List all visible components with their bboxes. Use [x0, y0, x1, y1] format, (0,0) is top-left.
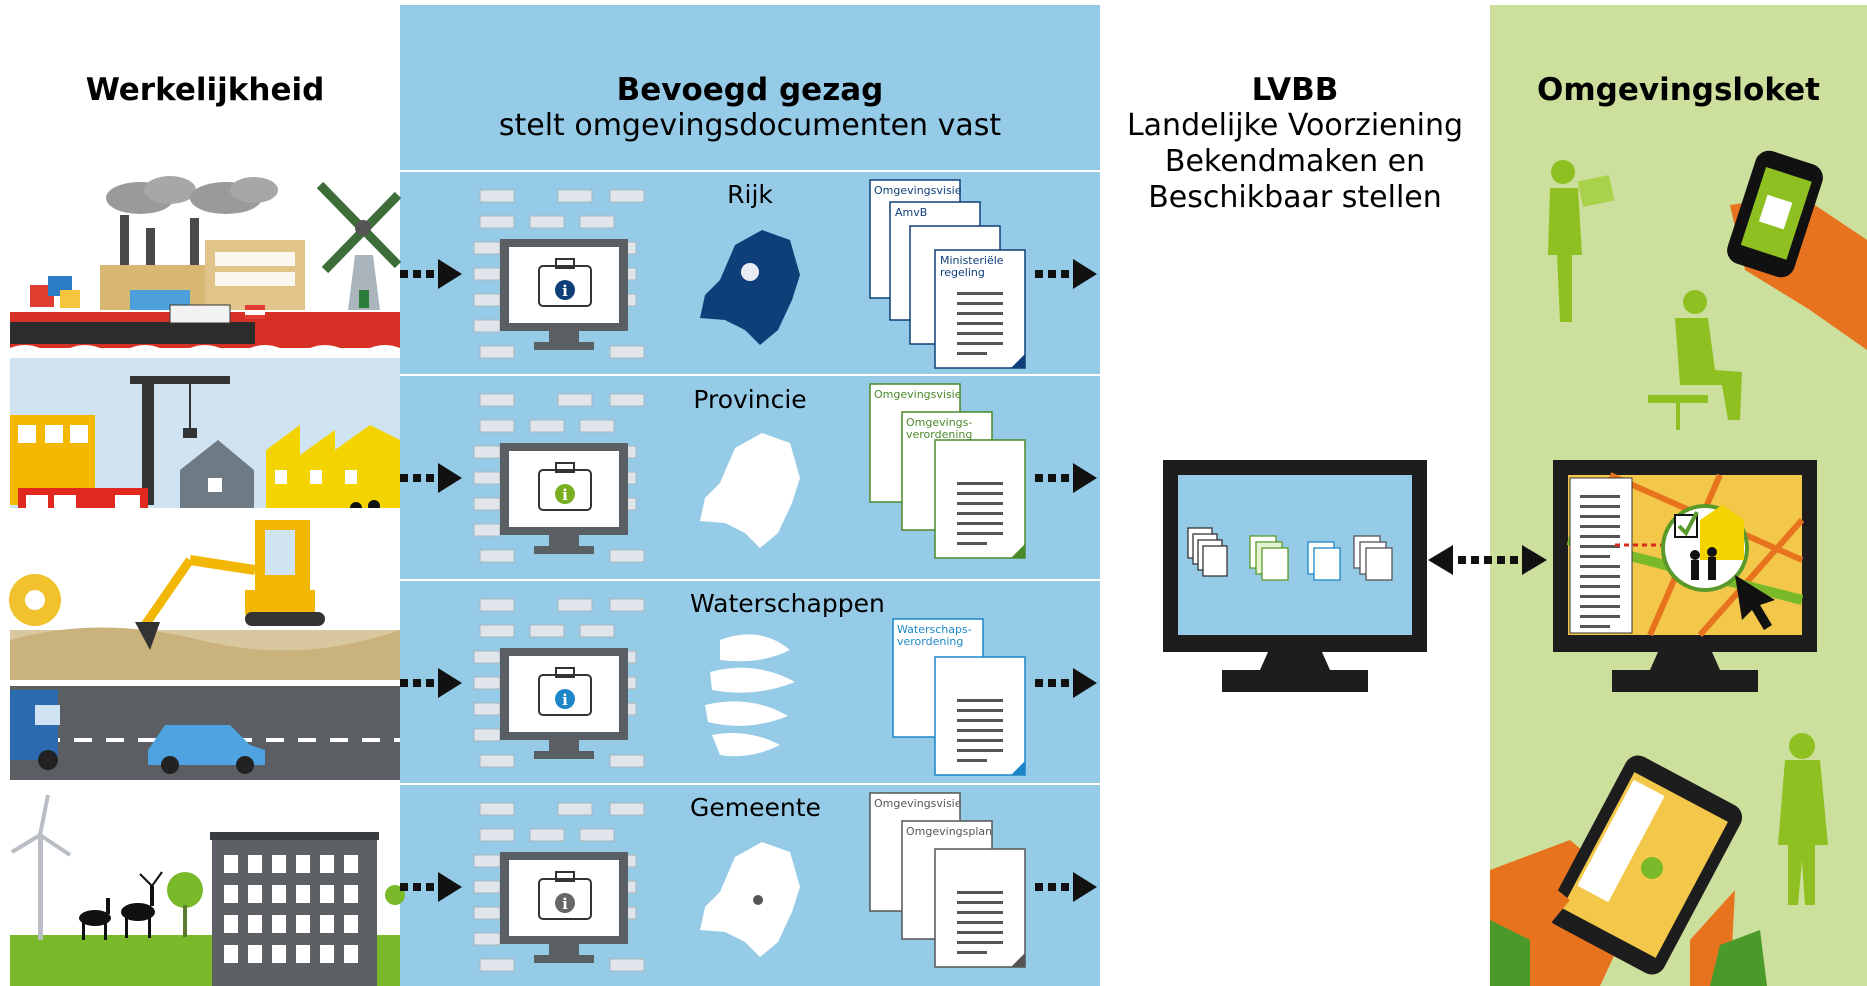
lvbb-subtitle-line: Landelijke Voorziening — [1126, 108, 1464, 143]
car-icon — [148, 725, 265, 774]
doc-label: Waterschaps- — [897, 623, 972, 636]
loket-computer-icon — [1553, 460, 1817, 692]
level-label-provincie: Provincie — [693, 385, 807, 414]
excavator-icon — [135, 520, 325, 650]
factory-icon — [30, 176, 305, 310]
info-glyph: i — [562, 895, 568, 913]
lvbb-title: LVBB — [1251, 72, 1339, 108]
info-glyph: i — [562, 486, 568, 504]
ship-icon — [10, 304, 265, 344]
doc-label: verordening — [906, 428, 972, 441]
info-glyph: i — [562, 282, 568, 300]
document-stack-icon: Waterschaps-verordening — [892, 618, 1026, 776]
info-glyph: i — [562, 691, 568, 709]
deer-icon — [79, 871, 163, 940]
computer-icon: i — [500, 443, 628, 554]
doc-label: Omgevingsvisie — [874, 797, 962, 810]
werkelijkheid-title: Werkelijkheid — [85, 72, 325, 108]
omgevingsloket-illustration — [1490, 150, 1867, 986]
phone-icon — [1727, 150, 1867, 350]
tablet-icon — [1490, 755, 1767, 986]
wind-turbine-icon — [10, 794, 72, 940]
bevoegd-gezag-title: Bevoegd gezag — [616, 72, 884, 108]
doc-label: Ministeriële — [940, 254, 1004, 267]
location-dot-icon — [753, 895, 763, 905]
level-row-2: i Waterschaps-verordening — [400, 598, 1097, 776]
lvbb-subtitle-line: Bekendmaken en — [1164, 144, 1426, 179]
truck-icon — [10, 690, 60, 770]
windmill-icon — [316, 181, 402, 310]
lvbb-subtitle-line: Beschikbaar stellen — [1148, 180, 1442, 215]
tree-icon — [167, 872, 405, 937]
netherlands-map-icon — [700, 433, 800, 548]
lvbb-header: LVBB Landelijke Voorziening Bekendmaken … — [1100, 72, 1490, 216]
doc-label: Omgevings- — [906, 416, 972, 429]
lvbb-documents-icon — [1187, 527, 1393, 581]
netherlands-map-icon — [705, 634, 795, 757]
bevoegd-gezag-subtitle: stelt omgevingsdocumenten vast — [498, 108, 1002, 143]
bevoegd-gezag-header: Bevoegd gezag stelt omgevingsdocumenten … — [400, 72, 1100, 144]
doc-label: verordening — [897, 635, 963, 648]
doc-label: Omgevingsvisie — [874, 388, 962, 401]
doc-label: Omgevingsplan — [906, 825, 992, 838]
crane-icon — [130, 376, 230, 505]
doc-label: Omgevingsvisie — [874, 184, 962, 197]
computer-icon: i — [500, 239, 628, 350]
netherlands-map-icon — [700, 230, 800, 345]
computer-icon: i — [500, 648, 628, 759]
crest-icon — [741, 263, 759, 281]
doc-label: AmvB — [895, 206, 927, 219]
doc-label: regeling — [940, 266, 985, 279]
netherlands-map-icon — [700, 842, 800, 957]
person-icon — [1548, 160, 1828, 905]
lvbb-loket-arrow — [1428, 545, 1547, 575]
werkelijkheid-illustration — [9, 170, 405, 986]
level-label-waterschappen: Waterschappen — [690, 589, 885, 618]
omgevingsloket-title: Omgevingsloket — [1537, 72, 1820, 108]
building-icon — [210, 832, 379, 986]
computer-icon: i — [500, 852, 628, 963]
level-label-rijk: Rijk — [727, 180, 773, 209]
level-label-gemeente: Gemeente — [690, 793, 821, 822]
lvbb-computer-icon — [1163, 460, 1427, 692]
